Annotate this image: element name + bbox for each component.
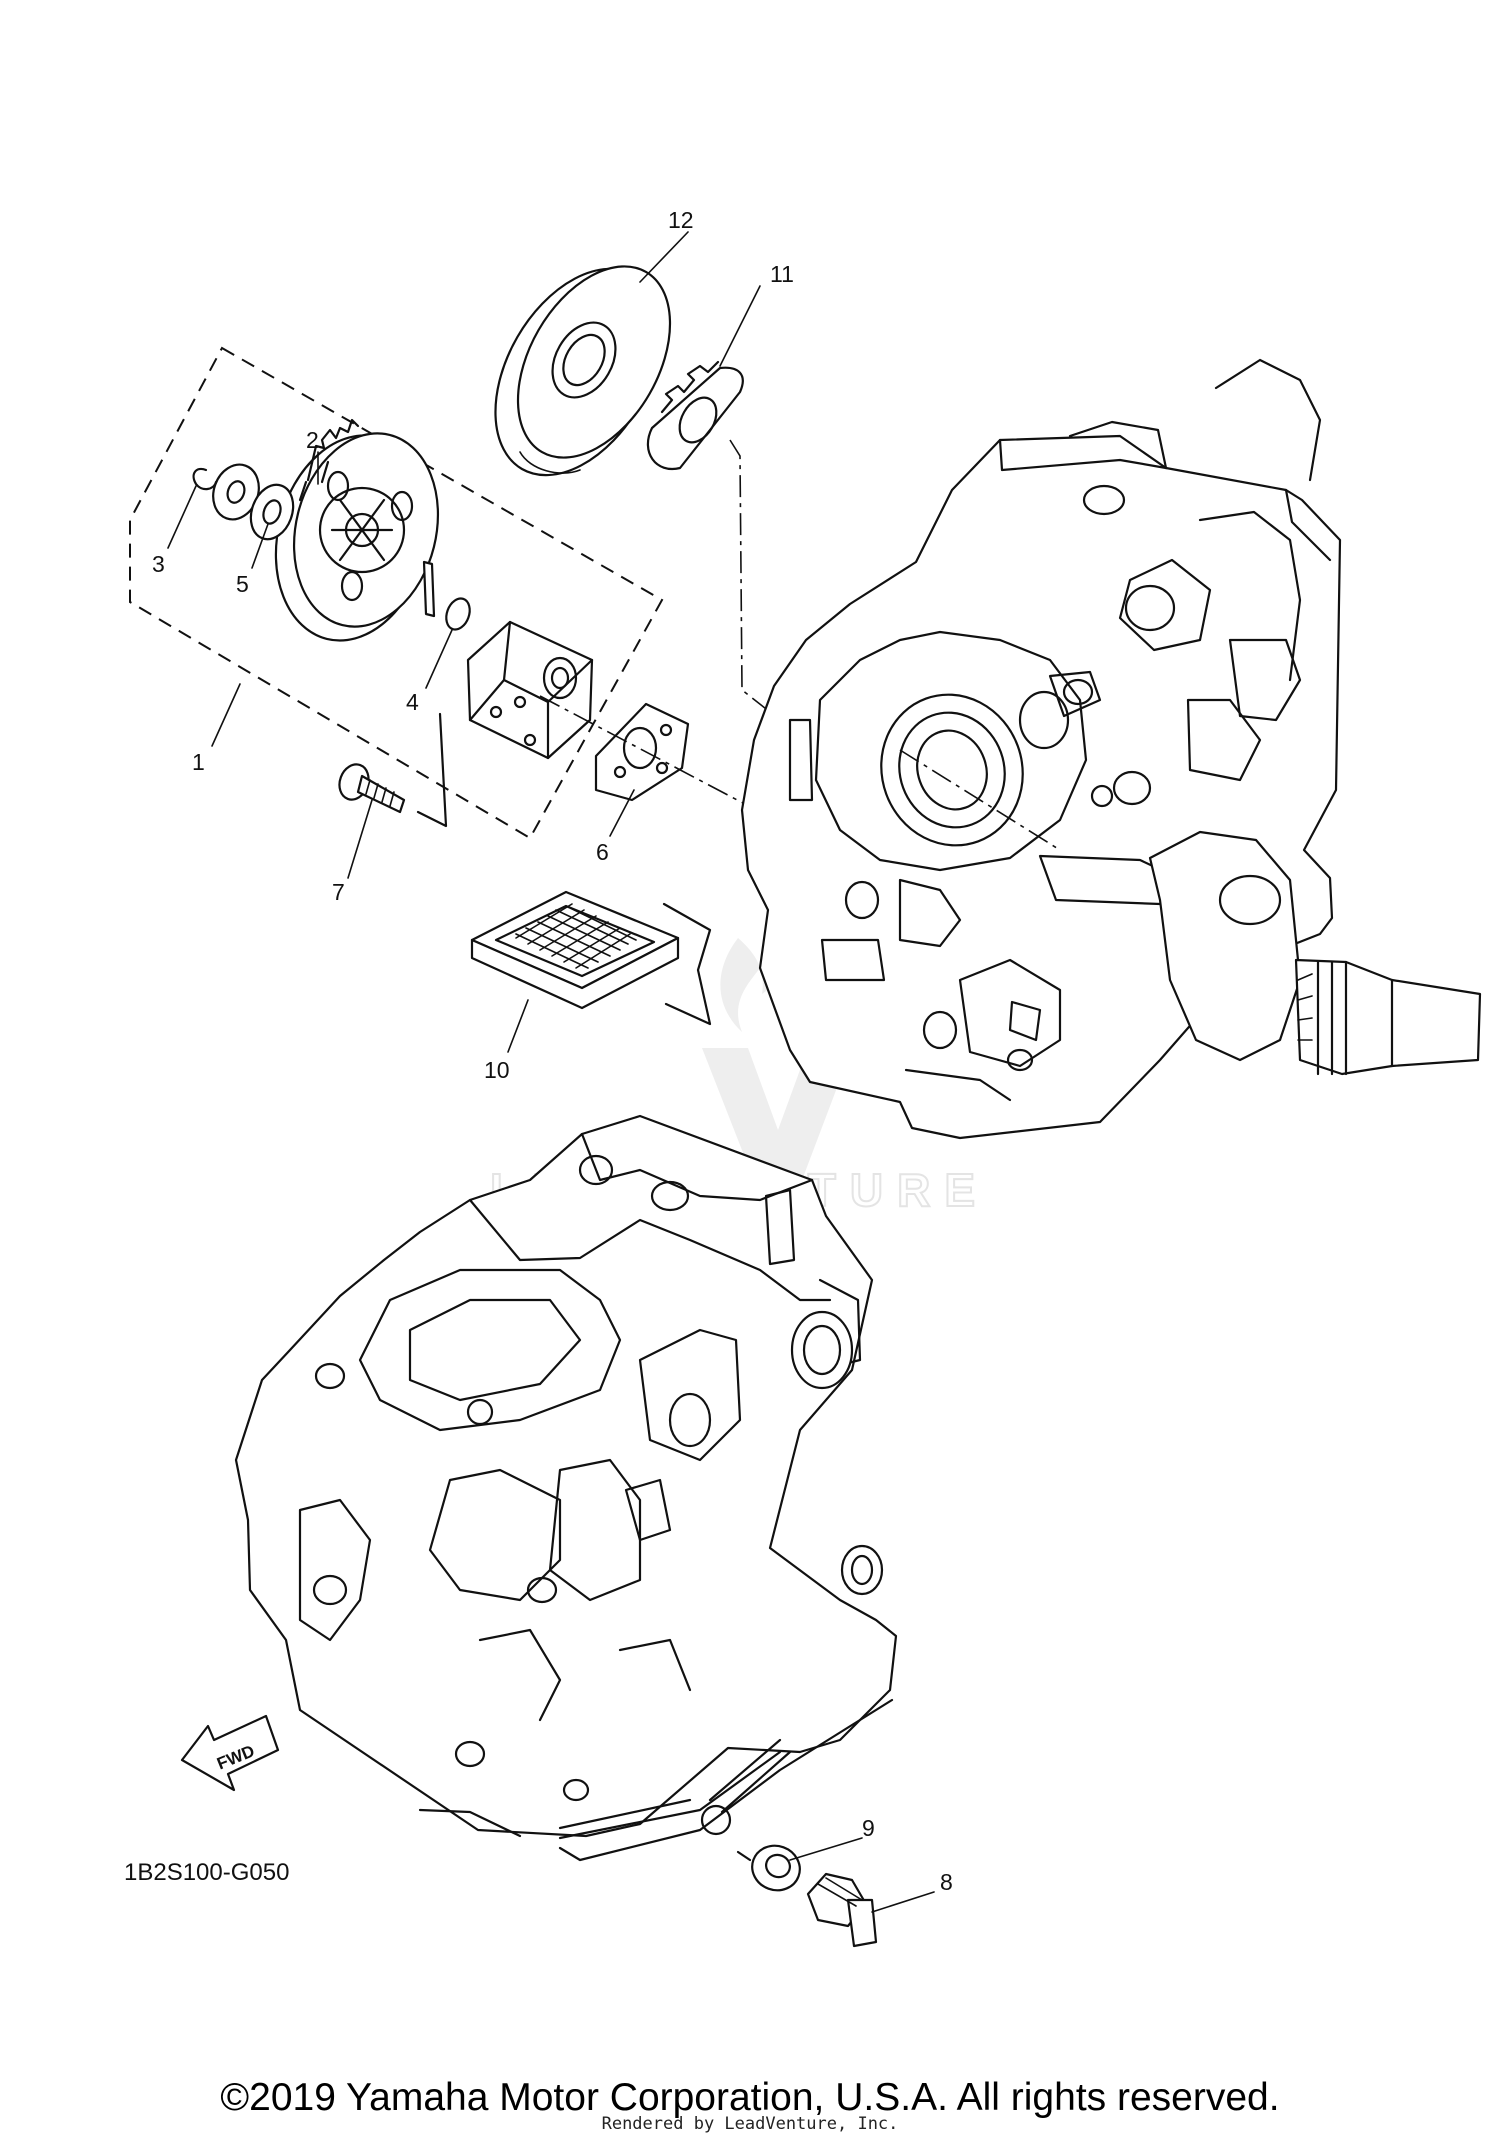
callout-6: 6 (596, 839, 609, 865)
part-3-circlip (192, 467, 218, 491)
part-11-gear-washer (646, 360, 771, 713)
oil-pump-body (466, 620, 594, 760)
callout-8: 8 (940, 1869, 953, 1895)
leader-lines (167, 231, 935, 1913)
part-6-gasket (539, 695, 761, 813)
callout-11: 11 (770, 261, 794, 287)
part-2-pump-gear (274, 418, 440, 642)
oil-pump-assembly-outline (129, 346, 664, 840)
crankcase-left-half (234, 1114, 898, 1862)
diagram-code: 1B2S100-G050 (124, 1859, 289, 1886)
copyright-notice: ©2019 Yamaha Motor Corporation, U.S.A. A… (220, 2076, 1280, 2119)
rendered-by-credit: Rendered by LeadVenture, Inc. (601, 2114, 899, 2134)
callout-labels: 12 11 2 3 5 4 1 6 7 10 9 8 (152, 207, 953, 1895)
crankcase-right-half (740, 358, 1482, 1140)
fwd-arrow: FWD (180, 1714, 280, 1792)
callout-7: 7 (332, 879, 345, 905)
part-7-screw (338, 712, 448, 828)
callout-9: 9 (862, 1815, 875, 1841)
callout-2: 2 (306, 427, 319, 453)
callout-5: 5 (236, 571, 249, 597)
callout-1: 1 (192, 749, 205, 775)
dowel-pin (422, 560, 436, 618)
part-4-o-ring (445, 597, 471, 631)
callout-3: 3 (152, 551, 165, 577)
callout-10: 10 (484, 1057, 510, 1083)
part-10-strainer (470, 890, 712, 1026)
part-8-drain-bolt (806, 1872, 878, 1948)
part-12-seal-plate (494, 265, 672, 477)
callout-4: 4 (406, 689, 419, 715)
part-9-gasket-washer (736, 1844, 801, 1892)
callout-12: 12 (668, 207, 694, 233)
